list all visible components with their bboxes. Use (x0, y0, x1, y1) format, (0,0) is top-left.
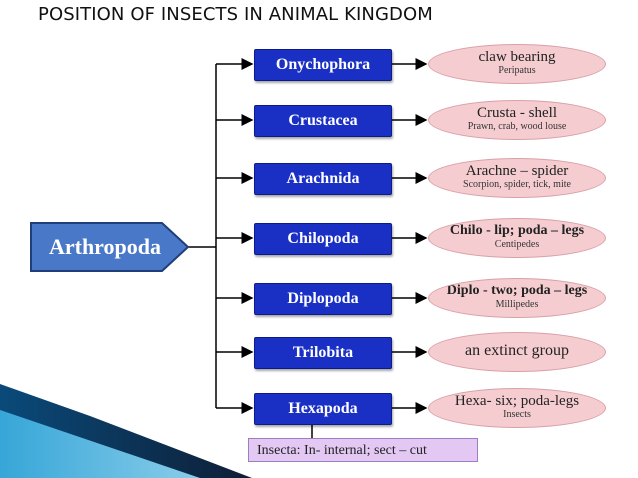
class-box-trilobita: Trilobita (254, 337, 392, 369)
example-text: Insects (503, 409, 531, 420)
meaning-oval-chilopoda: Chilo - lip; poda – legs Centipedes (428, 218, 606, 258)
class-box-crustacea: Crustacea (254, 105, 392, 137)
root-node-arthropoda: Arthropoda (30, 222, 190, 272)
meaning-text: an extinct group (465, 342, 569, 359)
meaning-text: Arachne – spider (465, 163, 569, 179)
meaning-oval-diplopoda: Diplo - two; poda – legs Millipedes (428, 278, 606, 318)
class-box-hexapoda: Hexapoda (254, 393, 392, 425)
example-text: Centipedes (494, 239, 540, 250)
meaning-oval-arachnida: Arachne – spider Scorpion, spider, tick,… (428, 158, 606, 198)
meaning-text: Hexa- six; poda-legs (454, 393, 580, 409)
example-text: Prawn, crab, wood louse (467, 121, 567, 132)
page-title: POSITION OF INSECTS IN ANIMAL KINGDOM (38, 4, 433, 25)
meaning-text: claw bearing (478, 49, 556, 65)
meaning-oval-trilobita: an extinct group (428, 332, 606, 372)
meaning-oval-onychophora: claw bearing Peripatus (428, 44, 606, 84)
meaning-text: Diplo - two; poda – legs (446, 283, 588, 298)
example-text: Millipedes (495, 299, 539, 310)
meaning-oval-hexapoda: Hexa- six; poda-legs Insects (428, 388, 606, 428)
decorative-ribbon (0, 384, 252, 478)
class-box-onychophora: Onychophora (254, 49, 392, 81)
root-label: Arthropoda (48, 234, 162, 259)
class-box-chilopoda: Chilopoda (254, 223, 392, 255)
insecta-note-box: Insecta: In- internal; sect – cut (248, 438, 478, 462)
example-text: Scorpion, spider, tick, mite (463, 179, 571, 190)
meaning-oval-crustacea: Crusta - shell Prawn, crab, wood louse (428, 100, 606, 140)
pentagon-arrow-shape (30, 222, 190, 272)
class-box-arachnida: Arachnida (254, 163, 392, 195)
meaning-text: Chilo - lip; poda – legs (449, 223, 585, 238)
example-text: Peripatus (498, 65, 536, 76)
class-box-diplopoda: Diplopoda (254, 283, 392, 315)
meaning-text: Crusta - shell (477, 105, 557, 121)
